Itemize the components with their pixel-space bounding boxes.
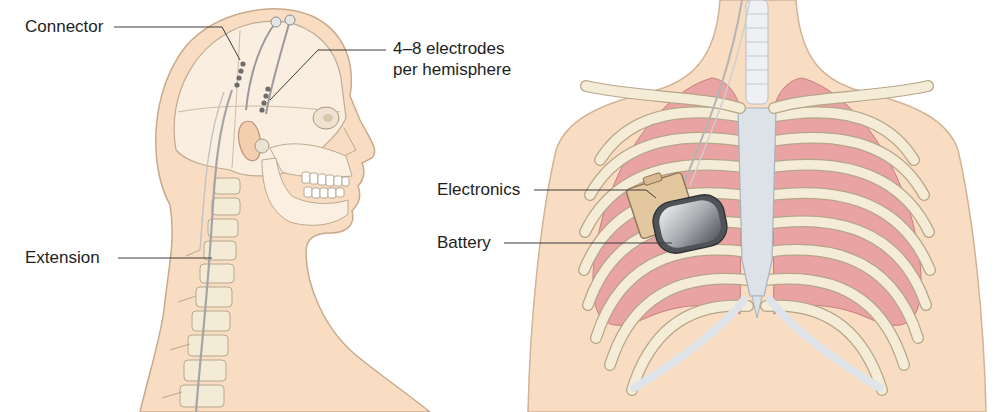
torso-figure — [528, 0, 986, 412]
part-label: Extension — [25, 247, 100, 268]
leader-lines — [114, 27, 672, 258]
head-figure — [140, 9, 430, 412]
part-label: Battery — [437, 232, 491, 253]
part-label: Connector — [25, 16, 103, 37]
part-label: 4–8 electrodes per hemisphere — [393, 38, 525, 80]
part-label: Electronics — [437, 179, 520, 200]
